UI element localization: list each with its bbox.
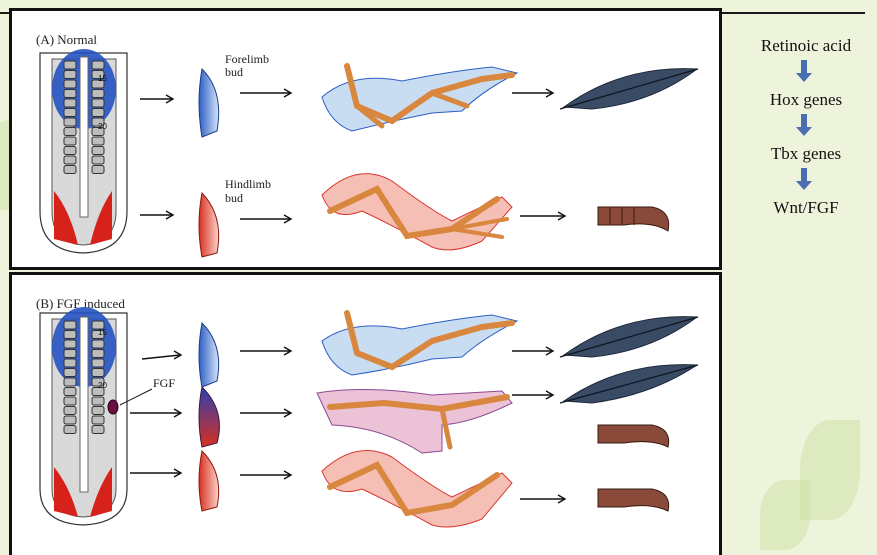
somite bbox=[92, 99, 104, 107]
panel-fgf-induced: (B) FGF induced 15 20 FGF bbox=[9, 272, 722, 555]
hindlimb-bud-label: Hindlimb bbox=[225, 178, 271, 191]
feather bbox=[560, 317, 698, 357]
down-arrow-icon bbox=[735, 58, 877, 88]
somite bbox=[64, 350, 76, 358]
signaling-pathway: Retinoic acid Hox genes Tbx genes Wnt/FG… bbox=[735, 34, 877, 220]
somite bbox=[92, 426, 104, 434]
somite bbox=[64, 90, 76, 98]
forelimb-bud bbox=[199, 69, 219, 137]
somite bbox=[64, 99, 76, 107]
somite bbox=[92, 407, 104, 415]
somite bbox=[64, 426, 76, 434]
somite bbox=[64, 128, 76, 136]
somite bbox=[92, 61, 104, 69]
somite bbox=[92, 359, 104, 367]
ectopic-limb-skeleton bbox=[317, 389, 512, 453]
somite bbox=[64, 388, 76, 396]
embryo-normal bbox=[40, 49, 127, 253]
somite bbox=[92, 350, 104, 358]
somite bbox=[64, 137, 76, 145]
somite bbox=[92, 90, 104, 98]
decor-leaf bbox=[760, 480, 810, 550]
somite bbox=[64, 416, 76, 424]
somite bbox=[64, 147, 76, 155]
somite bbox=[64, 369, 76, 377]
somite bbox=[64, 331, 76, 339]
somite bbox=[92, 416, 104, 424]
somite-15-label: 15 bbox=[98, 328, 107, 337]
wing-skeleton bbox=[322, 313, 517, 375]
fgf-bead bbox=[108, 400, 118, 414]
scaled-foot bbox=[598, 489, 669, 511]
feather bbox=[560, 365, 698, 403]
scaled-foot bbox=[598, 425, 669, 447]
ectopic-bud bbox=[199, 387, 219, 447]
wing-skeleton bbox=[322, 66, 517, 131]
embryo-fgf bbox=[40, 307, 127, 525]
somite bbox=[64, 407, 76, 415]
somite bbox=[64, 61, 76, 69]
forelimb-bud-label-2: bud bbox=[225, 66, 243, 79]
somite bbox=[64, 340, 76, 348]
somite bbox=[64, 80, 76, 88]
somite bbox=[64, 321, 76, 329]
somite bbox=[92, 340, 104, 348]
somite bbox=[92, 369, 104, 377]
fgf-label: FGF bbox=[153, 376, 175, 390]
somite bbox=[64, 109, 76, 117]
somite bbox=[92, 397, 104, 405]
somite bbox=[92, 156, 104, 164]
panel-a-figure: 15 20 bbox=[12, 11, 719, 267]
somite bbox=[64, 166, 76, 174]
somite bbox=[64, 359, 76, 367]
pathway-step-retinoic-acid: Retinoic acid bbox=[735, 34, 877, 58]
somite bbox=[92, 166, 104, 174]
somite-15-label: 15 bbox=[98, 74, 107, 83]
pathway-step-tbx-genes: Tbx genes bbox=[735, 142, 877, 166]
panel-normal: (A) Normal 15 20 bbox=[9, 8, 722, 270]
somite bbox=[64, 397, 76, 405]
somite bbox=[92, 137, 104, 145]
leg-skeleton bbox=[322, 451, 512, 527]
hindlimb-bud-label-2: bud bbox=[225, 192, 243, 205]
leg-skeleton bbox=[322, 174, 512, 250]
pathway-step-wnt-fgf: Wnt/FGF bbox=[735, 196, 877, 220]
feather bbox=[560, 69, 698, 109]
panel-b-figure: 15 20 FGF bbox=[12, 275, 719, 555]
somite bbox=[92, 147, 104, 155]
somite-20-label: 20 bbox=[98, 122, 107, 131]
somite bbox=[64, 156, 76, 164]
somite bbox=[64, 378, 76, 386]
pathway-step-hox-genes: Hox genes bbox=[735, 88, 877, 112]
forelimb-bud bbox=[199, 323, 219, 387]
hindlimb-bud bbox=[199, 451, 219, 511]
hindlimb-bud bbox=[199, 193, 219, 257]
somite bbox=[92, 109, 104, 117]
scaled-foot bbox=[598, 207, 669, 231]
down-arrow-icon bbox=[735, 112, 877, 142]
somite bbox=[64, 118, 76, 126]
down-arrow-icon bbox=[735, 166, 877, 196]
somite-20-label: 20 bbox=[98, 381, 107, 390]
somite bbox=[64, 71, 76, 79]
